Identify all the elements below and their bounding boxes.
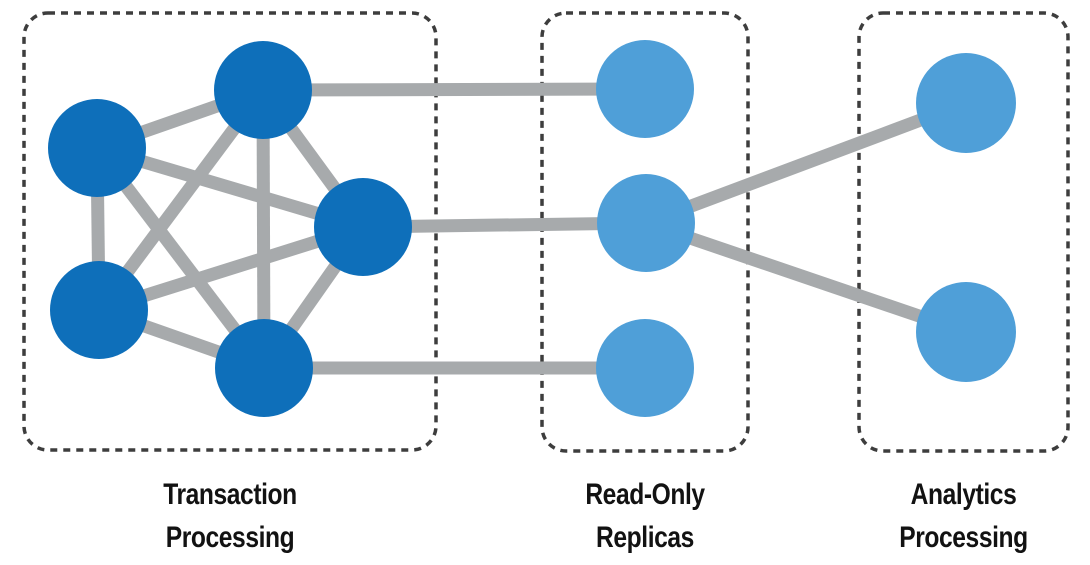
- label-line: Analytics: [910, 478, 1017, 511]
- label-analytics-processing: Analytics Processing: [878, 473, 1049, 559]
- group-box-read-only-replicas: [540, 11, 750, 453]
- node-layer: [48, 40, 1016, 417]
- cluster-node-t5: [215, 319, 313, 417]
- cluster-node-t4: [50, 261, 148, 359]
- cluster-node-t2: [48, 99, 146, 197]
- group-box-analytics-processing: [857, 11, 1070, 453]
- label-line: Processing: [899, 521, 1028, 554]
- group-box-transaction-processing: [22, 11, 438, 452]
- label-line: Processing: [165, 521, 295, 554]
- cluster-node-r2: [597, 174, 695, 272]
- cluster-node-t3: [314, 178, 412, 276]
- label-line: Transaction: [163, 478, 297, 511]
- edge-r2-a2: [643, 216, 969, 339]
- cluster-node-r3: [596, 319, 694, 417]
- group-boxes: [22, 11, 1070, 453]
- cluster-node-r1: [596, 40, 694, 138]
- cluster-node-a2: [916, 282, 1016, 382]
- edge-r2-a1: [643, 96, 969, 230]
- label-read-only-replicas: Read-Only Replicas: [561, 473, 730, 559]
- edge-layer: [90, 82, 969, 375]
- label-line: Replicas: [596, 521, 694, 554]
- edge-t1-r1: [262, 82, 646, 97]
- label-transaction-processing: Transaction Processing: [61, 473, 399, 559]
- label-line: Read-Only: [585, 478, 705, 511]
- cluster-node-a1: [916, 53, 1016, 153]
- cluster-node-t1: [214, 41, 312, 139]
